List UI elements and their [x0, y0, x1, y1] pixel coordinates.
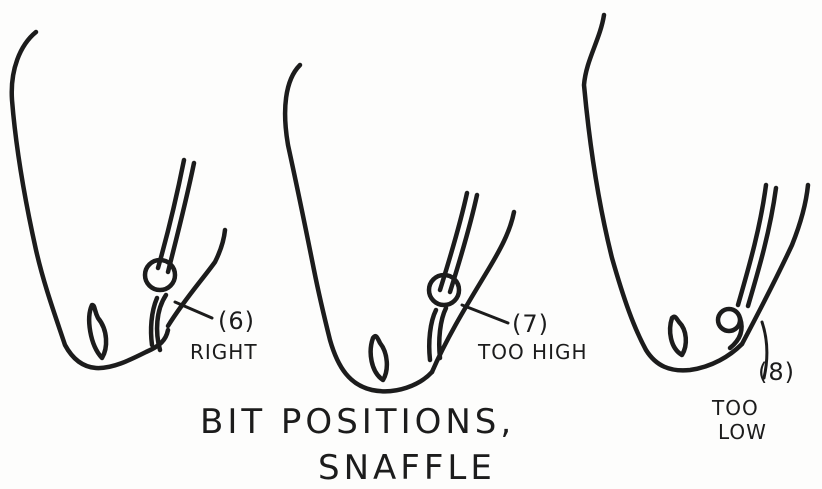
panel-6-number: (6) — [218, 307, 255, 335]
horse-head-too-low-position — [584, 15, 808, 378]
caption-line-2: SNAFFLE — [318, 448, 496, 488]
panel-8-label-line1: TOO — [712, 396, 759, 420]
panel-8-number: (8) — [758, 358, 795, 386]
panel-6-label: RIGHT — [190, 340, 258, 364]
caption-line-1: BIT POSITIONS, — [200, 402, 515, 442]
panel-7-number: (7) — [512, 310, 549, 338]
chin-line — [742, 185, 808, 344]
nostril — [89, 305, 106, 358]
panel-7-label: TOO HIGH — [478, 340, 588, 364]
nostril — [371, 336, 387, 380]
horse-head-right-position — [12, 32, 225, 368]
muzzle-outline — [285, 65, 432, 391]
lip — [429, 310, 436, 360]
panel-8-label-line2: LOW — [718, 420, 767, 444]
nostril — [670, 317, 686, 355]
snaffle-bit-ring — [718, 309, 740, 331]
pointer-arrow — [462, 305, 508, 323]
